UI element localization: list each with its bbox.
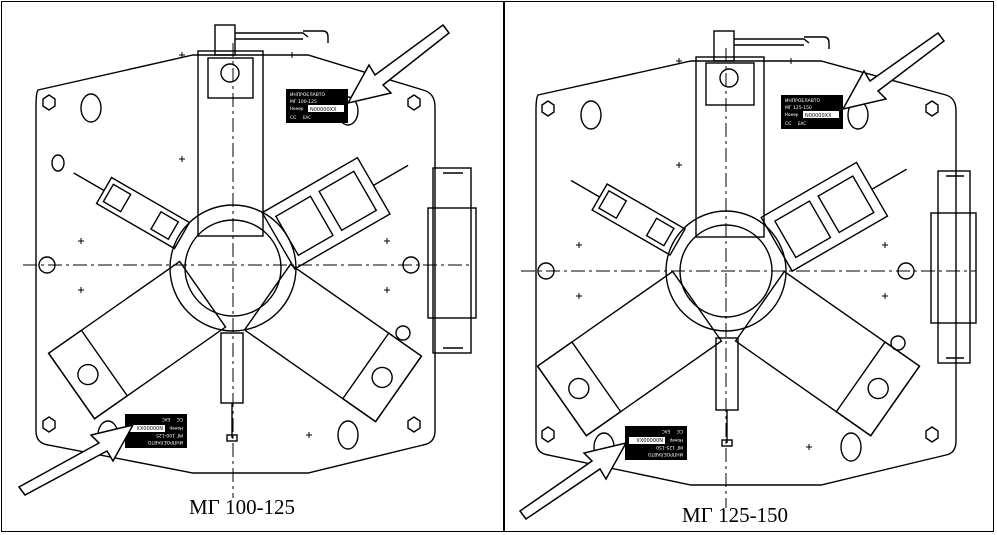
plate-model: МГ 125-150	[785, 105, 812, 111]
plate-serial: N00000XX	[136, 424, 163, 430]
arrow-to-top-plate	[841, 31, 946, 111]
plate-serial-label: Номер	[290, 106, 304, 111]
panel-caption: МГ 125-150	[682, 503, 789, 527]
nameplate-bottom-right: ИНПРОЕЛАВТО МГ 125-150 Номер N00000XX СЄ…	[625, 426, 687, 460]
plate-marks: СЄ	[677, 428, 683, 434]
drawing-mg-125-150: ИНПРОЕЛАВТО МГ 125-150 Номер N00000XX СЄ…	[518, 30, 977, 521]
nameplate-top-left: ИНПРОЕЛАВТО МГ 100-125 Номер N00000XX СЄ…	[286, 89, 348, 123]
plate-serial: N00000XX	[636, 436, 663, 442]
plate-serial-label: Номер	[669, 438, 683, 443]
plate-serial: N00000XX	[805, 113, 832, 119]
plate-model: МГ 100-125	[290, 99, 317, 105]
plate-model: МГ 125-150	[656, 444, 683, 450]
drawing-mg-100-125: ИНПРОЕЛАВТО МГ 100-125 Номер N00000XX СЄ…	[17, 23, 477, 498]
plate-serial: N00000XX	[310, 107, 337, 113]
plate-marks: СЄ	[177, 416, 183, 422]
plate-origin: EAC	[162, 417, 170, 422]
panel-caption: МГ 100-125	[189, 495, 296, 519]
panel-right: ИНПРОЕЛАВТО МГ 125-150 Номер N00000XX СЄ…	[506, 3, 994, 531]
arrow-to-bottom-plate	[17, 423, 135, 496]
plate-marks: СЄ	[290, 115, 296, 121]
panel-left: ИНПРОЕЛАВТО МГ 100-125 Номер N00000XX СЄ…	[3, 3, 501, 531]
plate-serial-label: Номер	[169, 426, 183, 431]
plate-origin: EAC	[798, 121, 806, 126]
arrow-to-top-plate	[346, 23, 451, 105]
plate-model: МГ 100-125	[156, 432, 183, 438]
plate-brand: ИНПРОЕЛАВТО	[647, 451, 683, 457]
plate-origin: EAC	[662, 429, 670, 434]
plate-origin: EAC	[303, 115, 311, 120]
plate-marks: СЄ	[785, 121, 791, 127]
arrow-to-bottom-plate	[518, 441, 628, 521]
plate-serial-label: Номер	[785, 112, 799, 117]
nameplate-bottom-left: ИНПРОЕЛАВТО МГ 100-125 Номер N00000XX СЄ…	[125, 414, 187, 448]
panel-divider	[503, 1, 505, 532]
plate-brand: ИНПРОЕЛАВТО	[147, 439, 183, 445]
plate-brand: ИНПРОЕЛАВТО	[785, 98, 821, 104]
plate-brand: ИНПРОЕЛАВТО	[290, 92, 326, 98]
nameplate-top-right: ИНПРОЕЛАВТО МГ 125-150 Номер N00000XX СЄ…	[781, 95, 843, 129]
